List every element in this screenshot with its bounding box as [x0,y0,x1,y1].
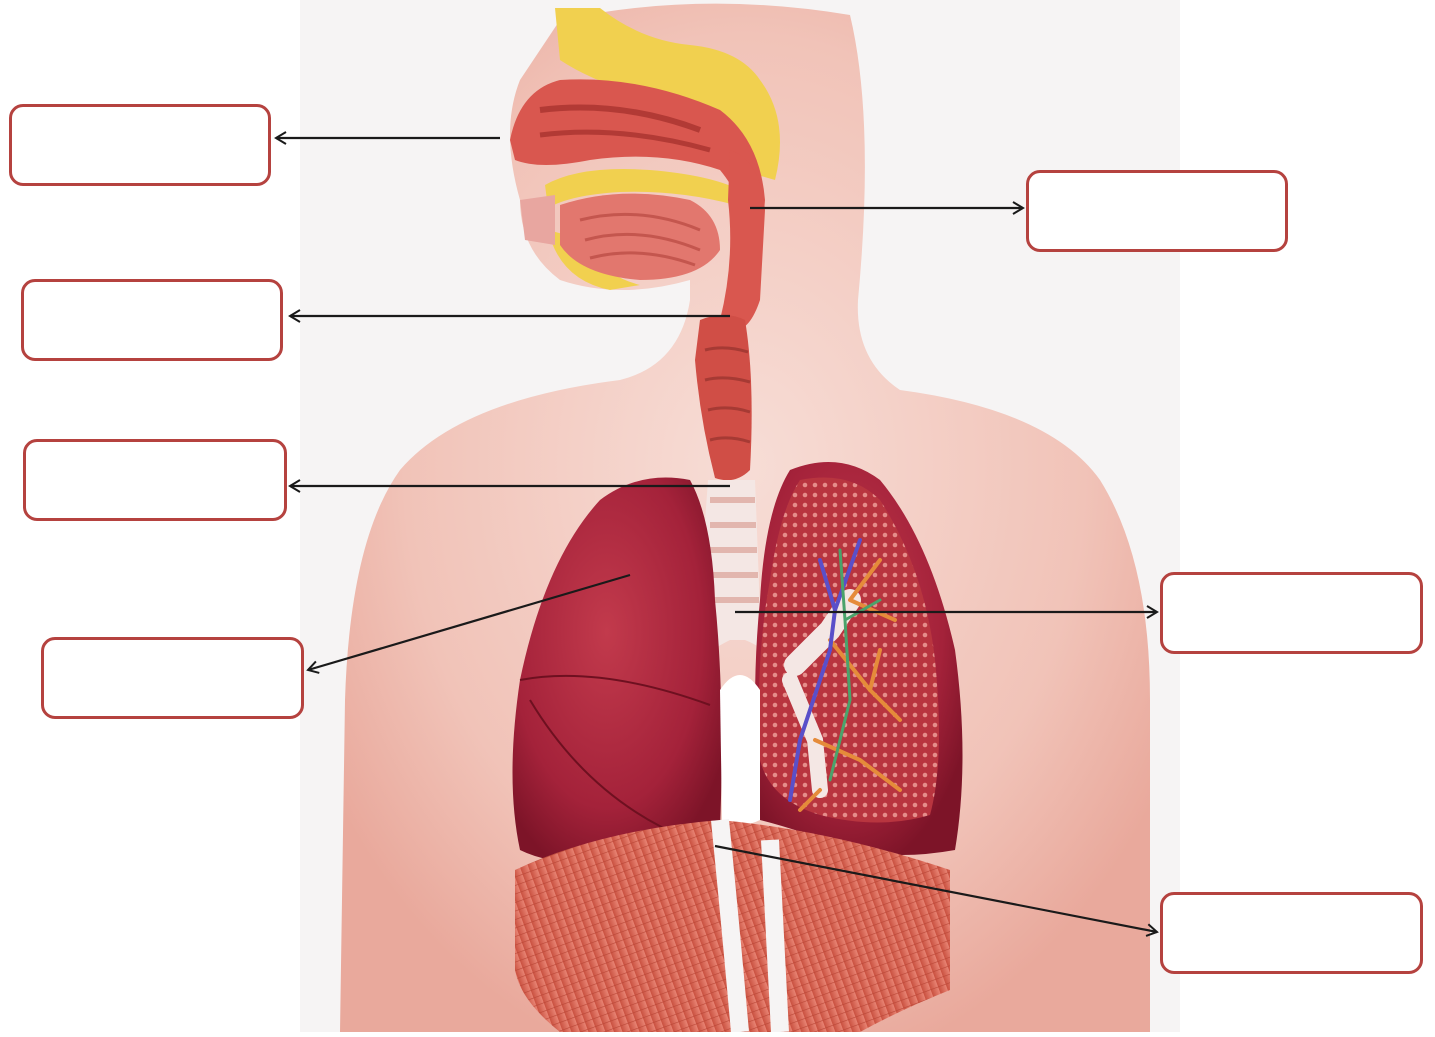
label-box-diaphragm[interactable] [1160,892,1423,974]
label-box-trachea[interactable] [23,439,287,521]
lips [520,195,555,245]
label-box-larynx[interactable] [21,279,283,361]
label-box-lung[interactable] [41,637,304,719]
mediastinum-space [720,675,760,825]
label-box-pharynx[interactable] [1026,170,1288,252]
label-box-bronchus[interactable] [1160,572,1423,654]
label-box-nasal-cavity[interactable] [9,104,271,186]
